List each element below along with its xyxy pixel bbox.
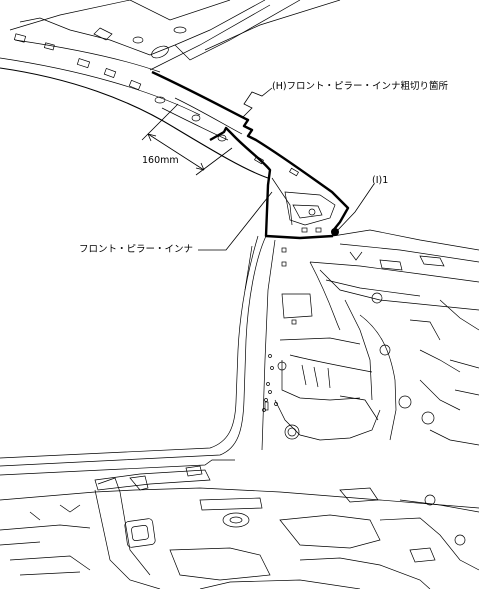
dimension-label: 160mm [142,155,179,166]
item-i-dot [331,228,339,236]
cut-line-lower [209,126,334,240]
cut-line-upper [151,70,350,233]
windshield-opening-edge [0,67,269,179]
item-i-label: (I)1 [372,175,389,186]
door-opening-lines [0,235,297,476]
cowl-dash-structure [274,229,479,446]
cut-location-label: (H)フロント・ピラー・インナ粗切り箇所 [272,81,449,92]
part-name-label: フロント・ピラー・インナ [79,244,194,255]
leader-lines [198,87,375,251]
floor-sill-structure [0,465,479,589]
pillar-inner-details [154,96,336,233]
roof-rail-lines [0,0,341,116]
dimension-160mm [141,103,233,176]
